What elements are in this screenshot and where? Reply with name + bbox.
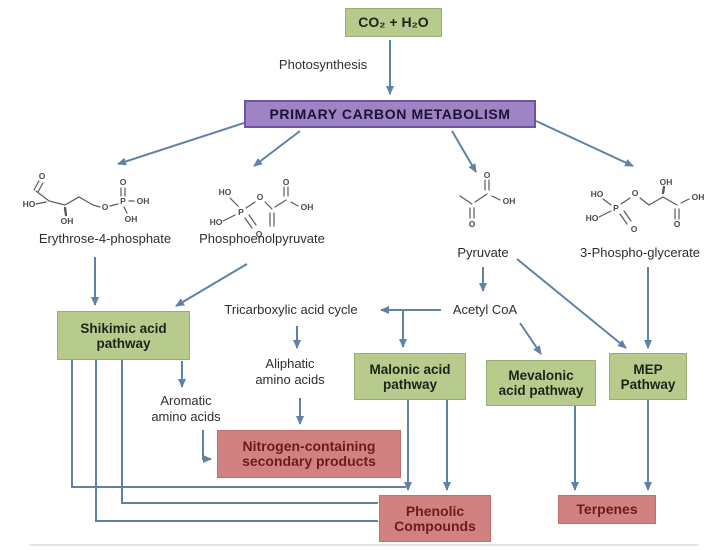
atom-label: HO [23,199,36,209]
node-malonic-line2: pathway [382,376,437,392]
label-aromatic-line1: Aromatic [160,393,212,408]
atom-label: P [120,196,126,206]
label-phosphoenolpyruvate: Phosphoenolpyruvate [199,231,325,246]
erythrose-4-phosphate-structure: O HO OH O P O OH OH [23,171,150,226]
label-tricarboxylic-acid-cycle: Tricarboxylic acid cycle [224,302,358,317]
label-aromatic-amino-acids: Aromatic amino acids [151,393,220,425]
line-shikimic-to-phenolic-b [95,360,378,522]
phosphoenolpyruvate-structure: HO HO P O O O OH [210,178,314,239]
node-shikimic-acid-pathway: Shikimic acid pathway [57,311,190,360]
node-phenolic-line2: Compounds [394,517,476,534]
label-acetyl-coa: Acetyl CoA [452,302,518,317]
arrow-primary-to-3pg [535,120,634,167]
node-mevalonic-line2: acid pathway [498,383,584,398]
label-3-phospho-glycerate: 3-Phospho-glycerate [580,245,700,260]
atom-label: HO [591,189,604,199]
node-primary-carbon-metabolism: PRIMARY CARBON METABOLISM [244,100,536,128]
atom-label: OH [660,177,673,187]
atom-label: OH [503,196,516,206]
atom-label: OH [692,192,705,202]
node-mep-pathway: MEP Pathway [609,353,687,400]
atom-label: HO [586,213,599,223]
atom-label: O [283,178,290,187]
3-phospho-glycerate-structure: HO HO P O O OH O OH [586,177,705,234]
node-nitrogen-secondary-products: Nitrogen-containing secondary products [217,430,401,478]
line-shikimic-to-phenolic-c [121,360,378,504]
node-phenolic-compounds: Phenolic Compounds [379,495,491,542]
node-nitrogen-line1: Nitrogen-containing [242,438,376,454]
node-nitrogen-line2: secondary products [242,453,376,469]
arrow-acetylcoa-to-mevalonic [519,322,542,355]
label-erythrose-4-phosphate: Erythrose-4-phosphate [38,231,172,246]
pyruvate-structure: O O OH [459,170,516,229]
node-shikimic-line1: Shikimic acid [80,320,167,336]
label-aliphatic-line1: Aliphatic [265,356,315,371]
node-co2-h2o-label: CO₂ + H₂O [358,14,429,30]
label-photosynthesis: Photosynthesis [278,57,368,72]
atom-label: OH [125,214,138,224]
arrow-pyruvate-to-mep [516,258,627,349]
atom-label: O [120,177,127,187]
atom-label: O [632,188,639,198]
node-co2-h2o: CO₂ + H₂O [345,8,442,37]
node-mep-line1: MEP [633,361,663,377]
node-primary-label: PRIMARY CARBON METABOLISM [269,106,511,122]
atom-label: P [613,203,619,213]
atom-label: OH [137,196,150,206]
node-phenolic-line1: Phenolic [405,502,465,519]
atom-label: OH [301,202,314,212]
arrow-aromatic-to-nitrogen [202,430,212,463]
atom-label: O [674,219,681,229]
atom-label: O [256,229,263,239]
arrow-primary-to-pep [253,130,301,167]
label-aliphatic-amino-acids: Aliphatic amino acids [255,356,324,388]
atom-label: HO [219,187,232,197]
node-malonic-acid-pathway: Malonic acid pathway [354,353,466,400]
node-malonic-line1: Malonic acid [369,361,451,377]
atom-label: O [484,170,491,180]
atom-label: O [102,202,109,212]
node-terpenes-label: Terpenes [576,501,638,517]
line-shikimic-to-phenolic-a [71,360,406,488]
arrow-primary-to-erythrose [117,121,248,166]
node-mevalonic-acid-pathway: Mevalonic acid pathway [486,360,596,406]
node-mep-line2: Pathway [620,376,676,392]
arrow-pep-to-shikimic [175,263,248,307]
node-mevalonic-line1: Mevalonic [508,368,574,383]
arrow-primary-to-pyruvate [451,130,477,173]
node-shikimic-line2: pathway [96,335,151,351]
atom-label: O [469,219,476,229]
label-aliphatic-line2: amino acids [255,372,325,387]
atom-label: HO [210,217,223,227]
atom-label: OH [61,216,74,226]
label-pyruvate: Pyruvate [457,245,509,260]
atom-label: O [39,171,46,181]
atom-label: O [257,192,264,202]
atom-label: O [631,224,638,234]
node-terpenes: Terpenes [558,495,656,524]
label-aromatic-line2: amino acids [151,409,221,424]
atom-label: P [238,207,244,217]
